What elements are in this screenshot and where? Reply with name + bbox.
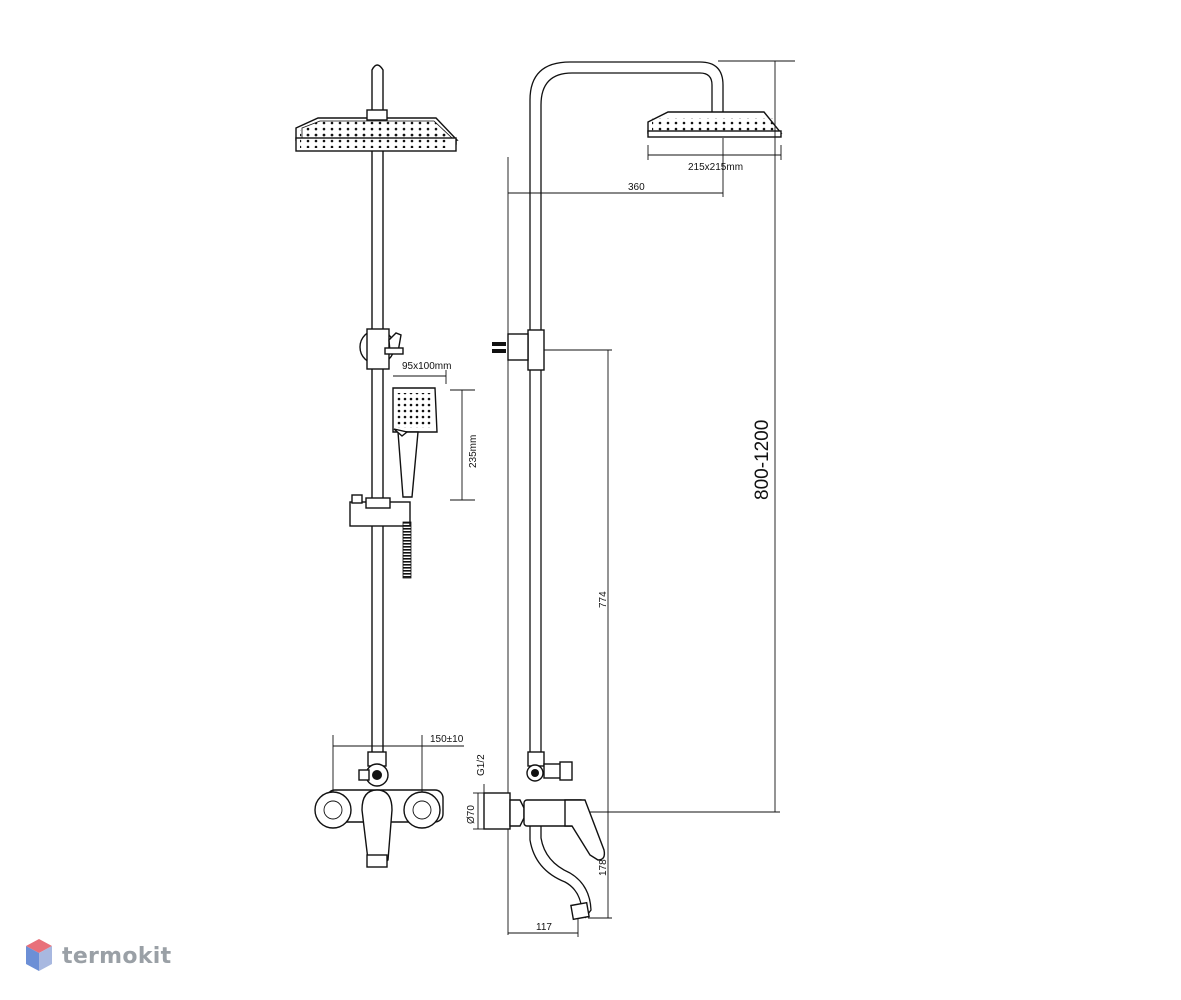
side-mixer bbox=[483, 792, 606, 921]
side-rain-shower-head bbox=[647, 111, 783, 138]
dim-height-range: 800-1200 bbox=[752, 420, 773, 500]
dim-arm-reach: 360 bbox=[628, 182, 645, 193]
dim-hand-shower-length: 235mm bbox=[468, 435, 479, 468]
dim-inlet-spacing: 150±10 bbox=[430, 734, 464, 745]
side-riser-and-arm bbox=[529, 61, 724, 760]
front-shower-hose bbox=[402, 521, 412, 579]
front-mixer bbox=[314, 789, 444, 868]
front-rain-shower-head bbox=[295, 109, 459, 152]
side-upper-clamp bbox=[492, 329, 545, 371]
front-hand-shower bbox=[392, 387, 438, 498]
dim-spout-drop: 178 bbox=[598, 859, 609, 876]
brand-name: termokit bbox=[62, 943, 172, 969]
side-diverter bbox=[526, 751, 573, 782]
front-riser-pipe bbox=[371, 139, 384, 761]
front-upper-clamp bbox=[359, 328, 404, 370]
dim-flange-diameter: Ø70 bbox=[466, 805, 477, 824]
dim-head-size: 215x215mm bbox=[688, 162, 743, 173]
dim-mixer-to-holder: 774 bbox=[598, 591, 609, 608]
front-view: 150±10 95x100mm 235mm bbox=[295, 64, 479, 868]
front-slide-holder bbox=[349, 494, 411, 527]
side-view: 360 215x215mm 800-1200 774 178 117 G1/2 … bbox=[466, 60, 795, 937]
dim-spout-reach: 117 bbox=[536, 922, 552, 933]
front-diverter bbox=[358, 751, 389, 787]
brand-logo: termokit bbox=[24, 936, 171, 976]
dim-thread: G1/2 bbox=[476, 754, 487, 776]
dim-hand-shower-size: 95x100mm bbox=[402, 361, 451, 372]
termokit-cube-logo-icon bbox=[26, 939, 52, 971]
